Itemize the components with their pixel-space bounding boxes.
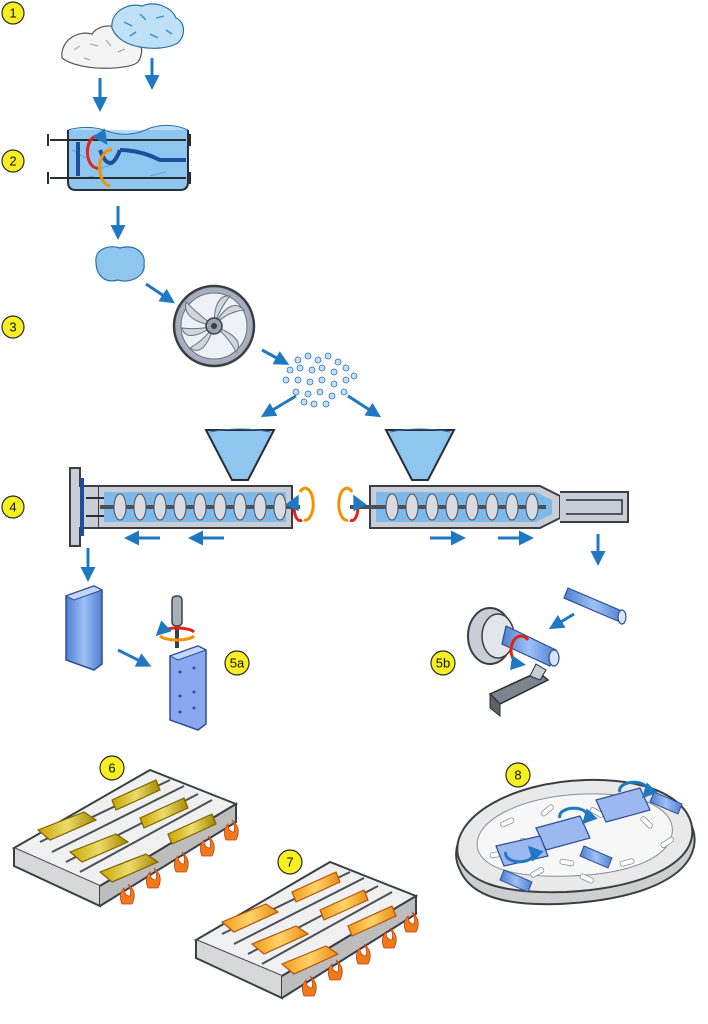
flow-arrow-3d bbox=[347, 394, 382, 418]
extruded-tube bbox=[563, 587, 627, 625]
lathe bbox=[467, 607, 560, 718]
step-badge-2: 2 bbox=[1, 149, 25, 173]
machined-block bbox=[168, 645, 208, 731]
flow-arrow-5a bbox=[117, 648, 152, 667]
flow-arrow-5b bbox=[548, 612, 575, 630]
step-badge-3: 3 bbox=[1, 315, 25, 339]
milling-cutter bbox=[155, 595, 196, 648]
flow-arrow-3c bbox=[260, 394, 297, 418]
step-label-3: 3 bbox=[9, 320, 16, 335]
flames-6 bbox=[120, 819, 239, 905]
step-badge-6: 6 bbox=[99, 755, 125, 781]
raw-powder-blue bbox=[111, 3, 185, 49]
injection-molding-machine bbox=[69, 428, 315, 547]
flames-7 bbox=[302, 911, 419, 997]
tumbling-motion-arrows bbox=[504, 780, 658, 864]
step-badge-8: 8 bbox=[505, 762, 531, 788]
sintered-parts bbox=[220, 871, 397, 975]
flow-arrow-3a bbox=[145, 282, 175, 304]
step-label-6: 6 bbox=[108, 761, 115, 776]
mixer-tank bbox=[47, 124, 191, 191]
extrusion-machine bbox=[337, 428, 629, 529]
step-label-4: 4 bbox=[9, 500, 16, 515]
drying-parts bbox=[36, 779, 217, 883]
granulator-wheel bbox=[172, 284, 256, 368]
molded-block bbox=[64, 585, 104, 671]
step-badge-4: 4 bbox=[1, 495, 25, 519]
step-label-8: 8 bbox=[514, 768, 521, 783]
granules-pile bbox=[282, 352, 358, 408]
step-badge-7: 7 bbox=[277, 849, 303, 875]
step-label-2: 2 bbox=[9, 154, 16, 169]
step-label-5a: 5a bbox=[230, 656, 245, 671]
mixed-compound-lump bbox=[95, 246, 145, 282]
sintering-rack bbox=[193, 860, 419, 1000]
flow-arrow-3b bbox=[261, 348, 290, 365]
step-badge-5b: 5b bbox=[430, 650, 456, 676]
step-badge-1: 1 bbox=[1, 1, 25, 25]
drying-rack bbox=[11, 768, 239, 908]
step-label-5b: 5b bbox=[436, 656, 450, 671]
step-label-1: 1 bbox=[9, 6, 16, 21]
step-label-7: 7 bbox=[286, 855, 293, 870]
step-badge-5a: 5a bbox=[224, 650, 250, 676]
tumbling-tray bbox=[455, 778, 696, 906]
